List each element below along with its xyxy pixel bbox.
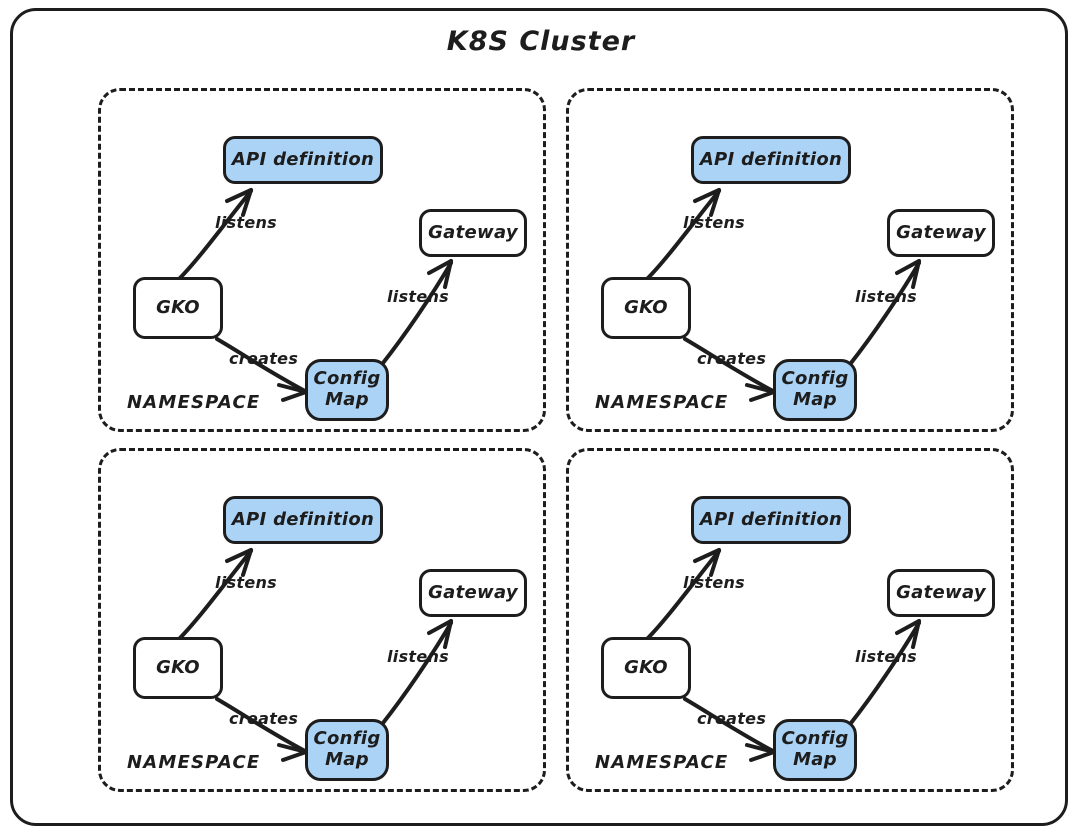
edge-label-listens-gateway-2: listens: [387, 647, 450, 666]
node-gateway-label-2: Gateway: [428, 581, 518, 603]
node-gko-1[interactable]: GKO: [601, 277, 691, 339]
node-gko-2[interactable]: GKO: [133, 637, 223, 699]
node-config-map-0[interactable]: Config Map: [305, 359, 389, 421]
node-gko-label-2: GKO: [156, 656, 200, 678]
namespace-label-1: NAMESPACE: [595, 392, 729, 413]
node-gateway-label-1: Gateway: [896, 221, 986, 243]
edge-label-creates-1: creates: [697, 349, 767, 368]
node-api-definition-2[interactable]: API definition: [223, 496, 383, 544]
namespace-content-3: API definition Gateway GKO Config Map li…: [569, 451, 1017, 795]
edge-label-listens-api-0: listens: [215, 213, 278, 232]
node-config-map-label-1: Config Map: [781, 368, 849, 410]
namespace-content-0: API definition Gateway GKO Config Map li…: [101, 91, 549, 435]
namespace-label-0: NAMESPACE: [127, 392, 261, 413]
node-api-definition-1[interactable]: API definition: [691, 136, 851, 184]
node-gateway-2[interactable]: Gateway: [419, 569, 527, 617]
node-api-definition-label-3: API definition: [699, 508, 843, 530]
node-gko-label-0: GKO: [156, 296, 200, 318]
node-api-definition-label-1: API definition: [699, 148, 843, 170]
namespace-box-3[interactable]: API definition Gateway GKO Config Map li…: [566, 448, 1014, 792]
node-gateway-label-0: Gateway: [428, 221, 518, 243]
cm-line1-3: Config: [781, 728, 849, 750]
node-api-definition-label-2: API definition: [231, 508, 375, 530]
node-config-map-3[interactable]: Config Map: [773, 719, 857, 781]
node-config-map-label-0: Config Map: [313, 368, 381, 410]
edge-label-listens-api-2: listens: [215, 573, 278, 592]
edge-label-listens-api-3: listens: [683, 573, 746, 592]
edge-label-creates-0: creates: [229, 349, 299, 368]
node-api-definition-3[interactable]: API definition: [691, 496, 851, 544]
node-gko-0[interactable]: GKO: [133, 277, 223, 339]
node-api-definition-label-0: API definition: [231, 148, 375, 170]
edge-label-listens-gateway-1: listens: [855, 287, 918, 306]
cm-line1-2: Config: [313, 728, 381, 750]
node-gko-3[interactable]: GKO: [601, 637, 691, 699]
namespace-label-3: NAMESPACE: [595, 752, 729, 773]
cm-line1-1: Config: [781, 368, 849, 390]
node-config-map-label-3: Config Map: [781, 728, 849, 770]
edge-label-listens-gateway-0: listens: [387, 287, 450, 306]
node-gko-label-3: GKO: [624, 656, 668, 678]
node-config-map-1[interactable]: Config Map: [773, 359, 857, 421]
cm-line2-3: Map: [793, 749, 837, 770]
edge-label-creates-2: creates: [229, 709, 299, 728]
cm-line2-2: Map: [325, 749, 369, 770]
node-gateway-1[interactable]: Gateway: [887, 209, 995, 257]
namespace-label-2: NAMESPACE: [127, 752, 261, 773]
node-gateway-3[interactable]: Gateway: [887, 569, 995, 617]
node-gateway-0[interactable]: Gateway: [419, 209, 527, 257]
namespace-content-1: API definition Gateway GKO Config Map li…: [569, 91, 1017, 435]
namespace-box-2[interactable]: API definition Gateway GKO Config Map li…: [98, 448, 546, 792]
namespace-box-1[interactable]: API definition Gateway GKO Config Map li…: [566, 88, 1014, 432]
k8s-cluster-boundary: [10, 8, 1068, 826]
edge-label-listens-gateway-3: listens: [855, 647, 918, 666]
node-api-definition-0[interactable]: API definition: [223, 136, 383, 184]
namespace-content-2: API definition Gateway GKO Config Map li…: [101, 451, 549, 795]
cm-line1-0: Config: [313, 368, 381, 390]
cm-line2-0: Map: [325, 389, 369, 410]
node-config-map-2[interactable]: Config Map: [305, 719, 389, 781]
cluster-title: K8S Cluster: [446, 26, 636, 57]
cm-line2-1: Map: [793, 389, 837, 410]
edge-label-creates-3: creates: [697, 709, 767, 728]
node-config-map-label-2: Config Map: [313, 728, 381, 770]
node-gateway-label-3: Gateway: [896, 581, 986, 603]
edge-label-listens-api-1: listens: [683, 213, 746, 232]
node-gko-label-1: GKO: [624, 296, 668, 318]
namespace-box-0[interactable]: API definition Gateway GKO Config Map li…: [98, 88, 546, 432]
